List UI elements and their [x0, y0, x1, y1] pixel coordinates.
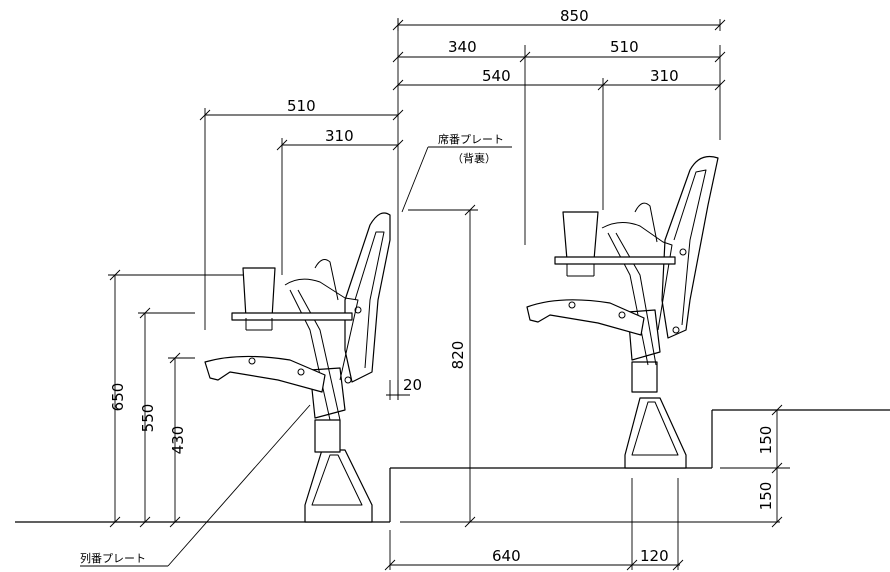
dim-340: 340 — [448, 38, 477, 56]
seat-number-plate-label: 席番プレート — [438, 132, 504, 146]
row-number-plate-callout — [80, 404, 311, 567]
left-seat — [204, 212, 391, 523]
left-height-dimensions — [108, 269, 250, 528]
dim-540: 540 — [482, 67, 511, 85]
dim-120: 120 — [640, 547, 669, 565]
step-height-dimensions — [720, 404, 790, 528]
dim-310-left: 310 — [325, 127, 354, 145]
seat-number-plate-note: （背裏） — [452, 151, 496, 165]
dim-820: 820 — [449, 341, 467, 370]
dim-510-left: 510 — [287, 97, 316, 115]
height-820-dimension — [408, 204, 478, 528]
dim-20: 20 — [403, 376, 422, 394]
dim-150-upper: 150 — [757, 426, 775, 455]
dim-640: 640 — [492, 547, 521, 565]
top-dimensions — [199, 18, 726, 400]
right-seat — [526, 155, 719, 469]
dim-430: 430 — [169, 426, 187, 455]
dim-510-top: 510 — [610, 38, 639, 56]
dim-650: 650 — [109, 383, 127, 412]
bottom-dimensions — [384, 478, 684, 571]
dim-850: 850 — [560, 7, 589, 25]
dim-550: 550 — [139, 404, 157, 433]
row-number-plate-label: 列番プレート — [80, 551, 146, 565]
dim-310-top: 310 — [650, 67, 679, 85]
gap-20-dimension — [386, 380, 410, 400]
seat-number-plate-callout — [401, 146, 512, 213]
dim-150-lower: 150 — [757, 482, 775, 511]
